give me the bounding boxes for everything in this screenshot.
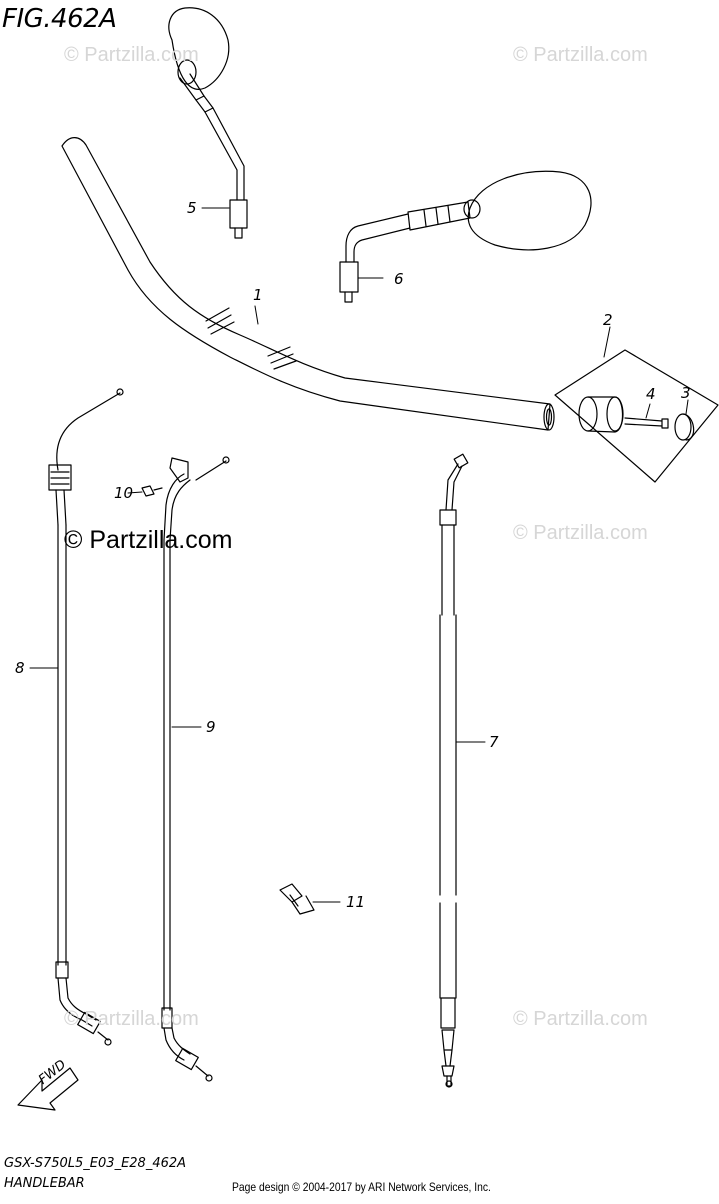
right-mirror-part[interactable] [339,170,592,303]
callout-8[interactable]: 8 [15,659,25,677]
callout-1[interactable]: 1 [253,286,263,304]
callout-2[interactable]: 2 [603,311,613,329]
callout-10[interactable]: 10 [114,484,134,502]
clamp-11[interactable] [279,883,315,915]
screw-10[interactable] [141,485,163,497]
model-code: GSX-S750L5_E03_E28_462A [4,1156,187,1171]
handlebar-part[interactable] [61,137,555,431]
left-mirror-part[interactable] [168,7,248,239]
watermark-main: © Partzilla.com [64,526,233,554]
watermark: © Partzilla.com [513,44,648,66]
watermark: © Partzilla.com [64,44,199,66]
watermark: © Partzilla.com [513,522,648,544]
throttle-cable-9[interactable] [161,456,230,1082]
callout-4[interactable]: 4 [646,385,656,403]
figure-title: FIG.462A [2,4,117,34]
throttle-cable-8[interactable] [48,388,124,1046]
section-name: HANDLEBAR [4,1176,85,1191]
callout-11[interactable]: 11 [346,893,366,911]
forward-arrow [17,1067,79,1111]
watermark: © Partzilla.com [64,1008,199,1030]
leader-lines [29,207,689,903]
callout-9[interactable]: 9 [206,718,216,736]
callout-5[interactable]: 5 [187,199,197,217]
bar-end-kit[interactable] [554,349,719,483]
callout-7[interactable]: 7 [489,733,499,751]
clutch-cable-7[interactable] [439,453,469,1088]
page-credit: Page design © 2004-2017 by ARI Network S… [232,1180,491,1194]
callout-6[interactable]: 6 [394,270,404,288]
watermark: © Partzilla.com [513,1008,648,1030]
callout-3[interactable]: 3 [681,384,691,402]
